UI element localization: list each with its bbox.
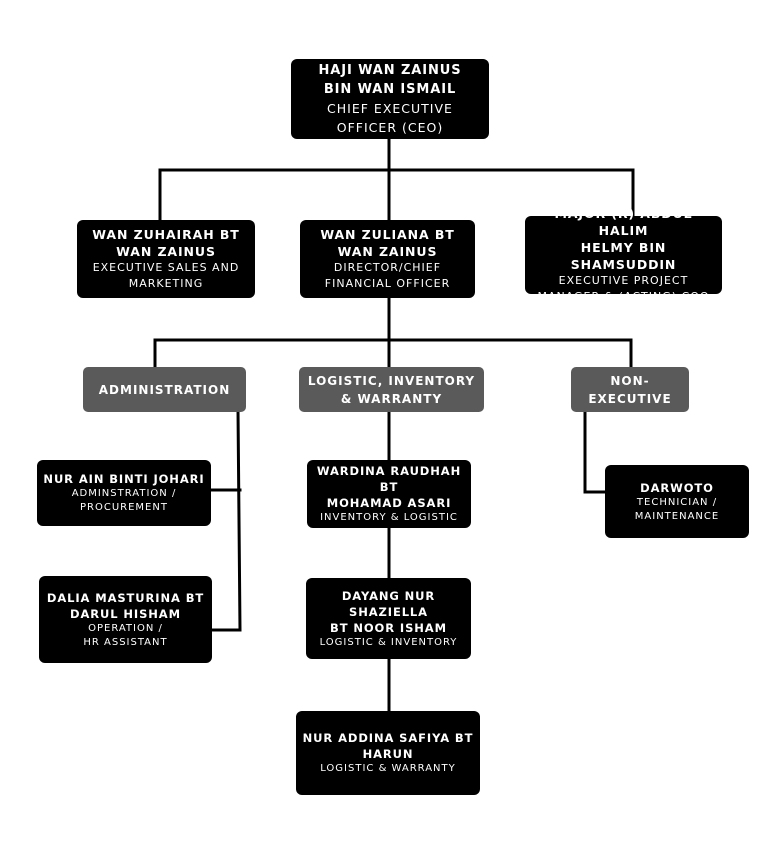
- coo-name: MAJOR (R) ABDUL HALIM HELMY BIN SHAMSUDD…: [554, 206, 693, 272]
- ceo-role: CHIEF EXECUTIVE OFFICER (CEO): [327, 101, 453, 135]
- cfo-name: WAN ZULIANA BT WAN ZAINUS: [320, 227, 455, 259]
- nur-addina-role: LOGISTIC & WARRANTY: [320, 763, 456, 774]
- sales-box: WAN ZUHAIRAH BT WAN ZAINUS EXECUTIVE SAL…: [77, 220, 255, 298]
- nur-ain-role: ADMINSTRATION / PROCUREMENT: [71, 488, 177, 513]
- sales-role: EXECUTIVE SALES AND MARKETING: [92, 261, 240, 290]
- nur-ain-box: NUR AIN BINTI JOHARI ADMINSTRATION / PRO…: [37, 460, 211, 526]
- connector-admin-staff: [210, 408, 242, 632]
- nur-addina-name: NUR ADDINA SAFIYA BT HARUN: [302, 731, 474, 761]
- ceo-name: HAJI WAN ZAINUS BIN WAN ISMAIL: [318, 63, 462, 97]
- connector-nonexec-staff: [583, 410, 609, 494]
- darwoto-role: TECHNICIAN / MAINTENANCE: [634, 496, 720, 522]
- dept-non-executive: NON- EXECUTIVE: [571, 367, 689, 412]
- sales-name: WAN ZUHAIRAH BT WAN ZAINUS: [92, 227, 240, 259]
- wardina-box: WARDINA RAUDHAH BT MOHAMAD ASARI INVENTO…: [307, 460, 471, 528]
- nur-ain-name: NUR AIN BINTI JOHARI: [43, 472, 205, 486]
- dalia-box: DALIA MASTURINA BT DARUL HISHAM OPERATIO…: [39, 576, 212, 663]
- dalia-role: OPERATION / HR ASSISTANT: [83, 622, 168, 648]
- dalia-name: DALIA MASTURINA BT DARUL HISHAM: [46, 590, 205, 621]
- dayang-name: DAYANG NUR SHAZIELLA BT NOOR ISHAM: [330, 588, 447, 635]
- darwoto-name: DARWOTO: [640, 480, 714, 495]
- dept-logistic: LOGISTIC, INVENTORY & WARRANTY: [299, 367, 484, 412]
- darwoto-box: DARWOTO TECHNICIAN / MAINTENANCE: [605, 465, 749, 538]
- nur-addina-box: NUR ADDINA SAFIYA BT HARUN LOGISTIC & WA…: [296, 711, 480, 795]
- ceo-box: HAJI WAN ZAINUS BIN WAN ISMAIL CHIEF EXE…: [291, 59, 489, 139]
- dayang-box: DAYANG NUR SHAZIELLA BT NOOR ISHAM LOGIS…: [306, 578, 471, 659]
- coo-box: MAJOR (R) ABDUL HALIM HELMY BIN SHAMSUDD…: [525, 206, 722, 303]
- cfo-role: DIRECTOR/CHIEF FINANCIAL OFFICER: [324, 261, 451, 290]
- dept-administration: ADMINISTRATION: [83, 367, 246, 412]
- wardina-name: WARDINA RAUDHAH BT MOHAMAD ASARI: [316, 464, 462, 510]
- cfo-box: WAN ZULIANA BT WAN ZAINUS DIRECTOR/CHIEF…: [300, 220, 475, 298]
- dayang-role: LOGISTIC & INVENTORY: [319, 636, 458, 648]
- coo-role: EXECUTIVE PROJECT MANAGER & (ACTING) COO: [537, 274, 710, 303]
- wardina-role: INVENTORY & LOGISTIC: [320, 512, 458, 523]
